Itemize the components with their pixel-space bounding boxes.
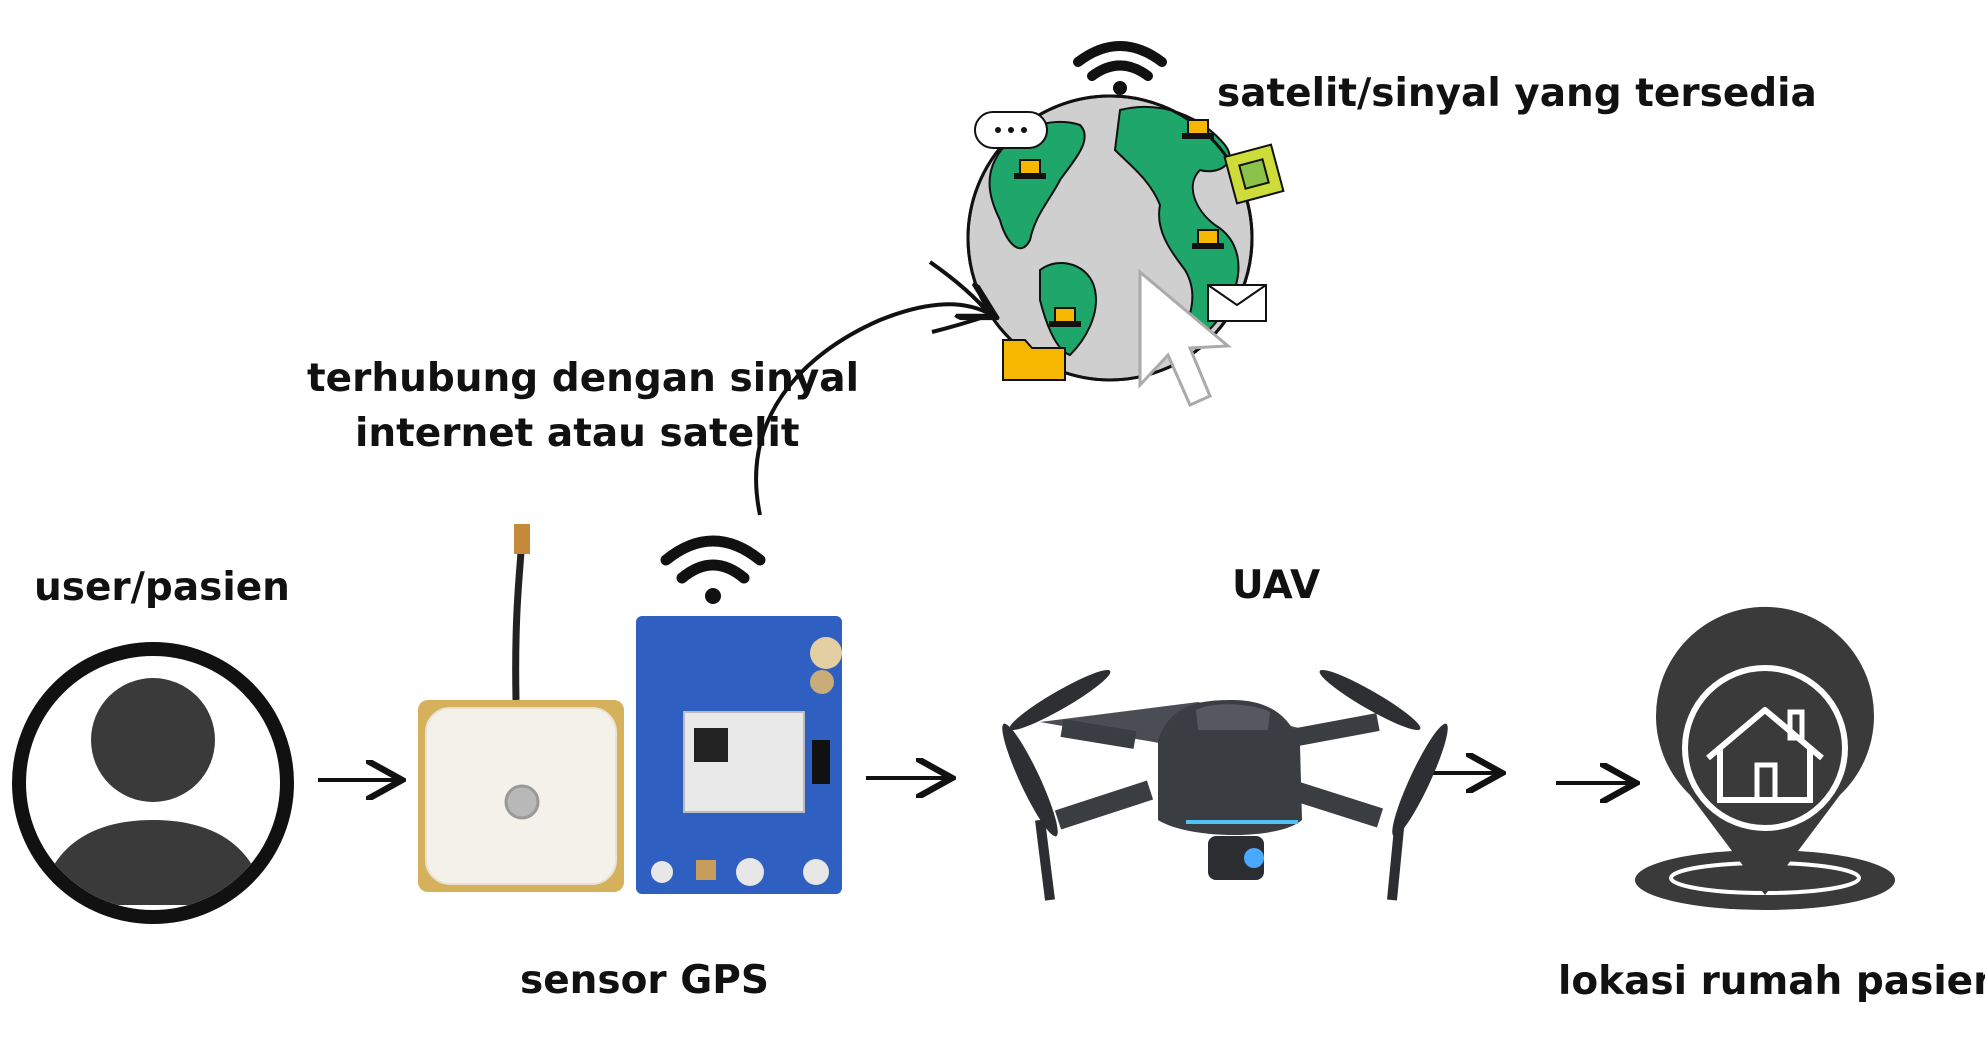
- label-user: user/pasien: [34, 565, 290, 610]
- wifi-icon: [1073, 41, 1167, 95]
- drone-icon: [1002, 669, 1448, 901]
- wifi-icon: [660, 535, 766, 604]
- gps-antenna-icon: [418, 524, 624, 892]
- gps-module-icon: [636, 616, 842, 894]
- label-location: lokasi rumah pasien: [1558, 959, 1985, 1004]
- home-location-pin-icon: [1635, 606, 1895, 910]
- label-gps: sensor GPS: [520, 958, 769, 1003]
- globe-icon: [966, 94, 1285, 407]
- label-connected-line2: internet atau satelit: [355, 411, 800, 456]
- connection-arrow: [754, 304, 992, 516]
- label-uav: UAV: [1232, 563, 1321, 608]
- arrowhead-mark: [928, 260, 994, 334]
- user-avatar-icon: [12, 642, 294, 924]
- label-connected-line1: terhubung dengan sinyal: [307, 356, 859, 401]
- label-satellite: satelit/sinyal yang tersedia: [1217, 71, 1817, 116]
